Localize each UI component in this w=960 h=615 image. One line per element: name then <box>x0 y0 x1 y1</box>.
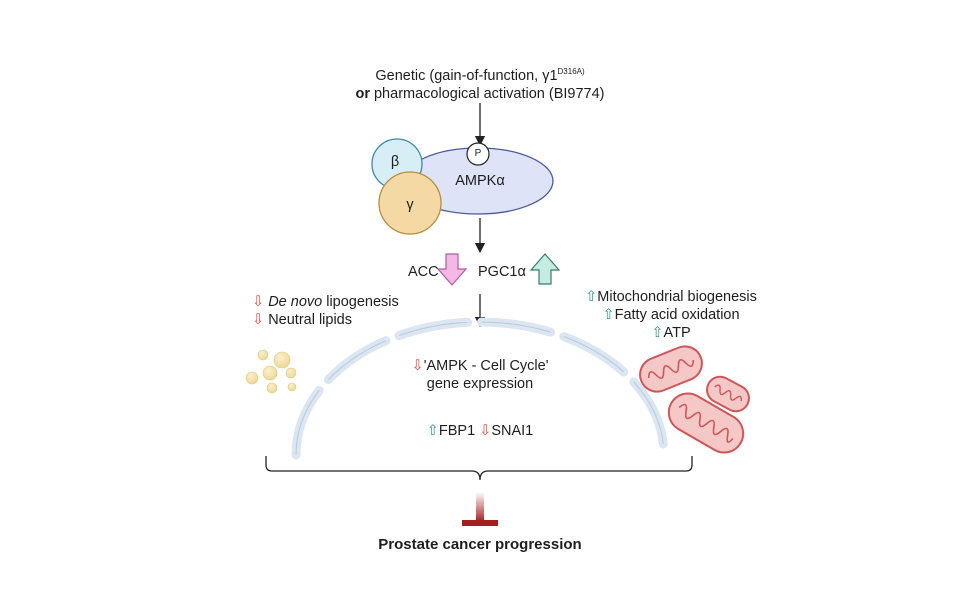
mito-biogenesis-text: Mitochondrial biogenesis <box>597 289 757 305</box>
phospho-label: P <box>474 148 482 159</box>
atp-text: ATP <box>663 325 691 341</box>
snai1-text: SNAI1 <box>491 423 534 439</box>
down-arrow-icon: ⇩ <box>252 294 265 310</box>
lipid-droplets-icon <box>245 349 297 394</box>
activation-source-text: Genetic (gain-of-function, γ1D316A) or p… <box>300 63 660 103</box>
right-effects: ⇧Mitochondrial biogenesis ⇧Fatty acid ox… <box>560 288 782 342</box>
down-arrow-icon: ⇩ <box>411 358 424 374</box>
ampk-beta-label: β <box>390 154 400 170</box>
up-arrow-icon: ⇧ <box>585 289 598 305</box>
ampk-gamma-subunit <box>378 171 442 235</box>
inhibition-line <box>476 492 484 522</box>
pgc1a-up-arrow <box>529 253 561 285</box>
lipogenesis-text: lipogenesis <box>322 294 399 310</box>
up-arrow-icon: ⇧ <box>602 307 615 323</box>
phosphorylation-site <box>466 142 490 166</box>
mitochondria-icon <box>639 345 750 454</box>
up-arrow-icon: ⇧ <box>651 325 664 341</box>
inhibition-bar <box>462 520 498 526</box>
down-arrow-icon: ⇩ <box>479 423 492 439</box>
fbp1-text: FBP1 <box>438 423 476 439</box>
fatty-acid-oxidation-text: Fatty acid oxidation <box>614 307 740 323</box>
pgc1a-label: PGC1α <box>478 264 526 280</box>
nuclear-membrane-outline <box>295 321 665 456</box>
summary-brace <box>265 456 693 481</box>
gene-line1: 'AMPK - Cell Cycle' <box>423 358 549 374</box>
down-arrow-icon: ⇩ <box>252 312 265 328</box>
header-line1-superscript: D316A) <box>557 67 585 76</box>
header-line2: pharmacological activation (BI9774) <box>369 85 605 102</box>
gene-expression-text: ⇩'AMPK - Cell Cycle' gene expression <box>370 357 590 393</box>
up-arrow-icon: ⇧ <box>426 423 439 439</box>
header-line1: Genetic (gain-of-function, γ1 <box>375 67 558 84</box>
neutral-lipids-text: Neutral lipids <box>268 312 353 328</box>
gene-line2: gene expression <box>426 376 534 392</box>
outcome-label: Prostate cancer progression <box>378 536 582 553</box>
ampk-gamma-label: γ <box>406 197 414 213</box>
ampk-alpha-label: AMPKα <box>455 173 505 189</box>
markers-text: ⇧FBP1 ⇩SNAI1 <box>380 422 580 440</box>
left-effects: ⇩ De novo lipogenesis ⇩ Neutral lipids <box>252 293 399 329</box>
header-or: or <box>355 85 370 102</box>
acc-label: ACC <box>408 264 439 280</box>
acc-down-arrow <box>436 253 468 286</box>
de-novo-text: De novo <box>268 294 323 310</box>
